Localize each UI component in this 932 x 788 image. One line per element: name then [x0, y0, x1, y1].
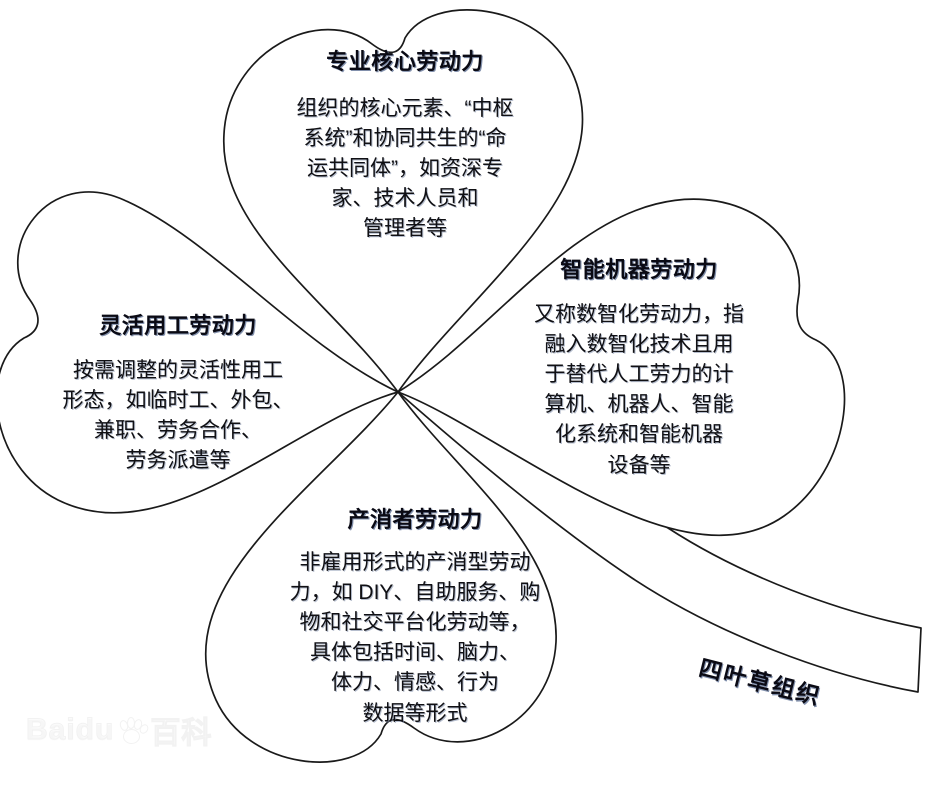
leaf-text-prosumer: 产消者劳动力 非雇用形式的产消型劳动 力，如 DIY、自助服务、购 物和社交平台… [230, 506, 600, 729]
leaf-body-line: 物和社交平台化劳动等， [299, 610, 531, 634]
leaf-body-line: 形态，如临时工、外包、 [62, 388, 294, 412]
leaf-title-flexible-employment: 灵活用工劳动力 [99, 313, 257, 338]
leaf-body-intelligent-machine: 又称数智化劳动力，指 融入数智化技术且用 于替代人工劳力的计 算机、机器人、智能… [478, 300, 800, 481]
leaf-body-professional-core: 组织的核心元素、“中枢 系统”和协同共生的“命 运共同体”，如资深专 家、技术人… [205, 94, 605, 245]
leaf-body-line: 具体包括时间、脑力、 [310, 641, 520, 665]
leaf-body-line: 按需调整的灵活性用工 [73, 358, 283, 382]
leaf-body-line: 数据等形式 [362, 701, 468, 725]
leaf-body-line: 组织的核心元素、“中枢 [296, 96, 514, 120]
leaf-body-line: 融入数智化技术且用 [544, 332, 734, 356]
leaf-title-intelligent-machine: 智能机器劳动力 [560, 257, 718, 282]
leaf-text-intelligent-machine: 智能机器劳动力 又称数智化劳动力，指 融入数智化技术且用 于替代人工劳力的计 算… [478, 256, 800, 481]
leaf-body-line: 于替代人工劳力的计 [544, 362, 734, 386]
leaf-title-prosumer: 产消者劳动力 [347, 507, 483, 532]
leaf-body-line: 运共同体”，如资深专 [307, 156, 503, 180]
leaf-body-line: 兼职、劳务合作、 [94, 418, 262, 442]
leaf-body-prosumer: 非雇用形式的产消型劳动 力，如 DIY、自助服务、购 物和社交平台化劳动等， 具… [230, 548, 600, 729]
leaf-title-professional-core: 专业核心劳动力 [326, 49, 484, 74]
leaf-body-line: 体力、情感、行为 [331, 671, 499, 695]
leaf-text-professional-core: 专业核心劳动力 组织的核心元素、“中枢 系统”和协同共生的“命 运共同体”，如资… [205, 48, 605, 245]
leaf-body-line: 化系统和智能机器 [555, 423, 723, 447]
leaf-body-line: 又称数智化劳动力，指 [534, 302, 744, 326]
leaf-shape-left [0, 191, 399, 514]
leaf-body-line: 设备等 [607, 453, 671, 477]
leaf-body-line: 力，如 DIY、自助服务、购 [289, 580, 541, 604]
leaf-shape-right [397, 198, 846, 537]
leaf-body-line: 管理者等 [363, 217, 447, 241]
leaf-shape-top [223, 9, 584, 393]
leaf-text-flexible-employment: 灵活用工劳动力 按需调整的灵活性用工 形态，如临时工、外包、 兼职、劳务合作、 … [18, 312, 338, 476]
leaf-shape-bottom [204, 391, 557, 763]
leaf-body-line: 家、技术人员和 [331, 187, 479, 211]
leaf-body-flexible-employment: 按需调整的灵活性用工 形态，如临时工、外包、 兼职、劳务合作、 劳务派遣等 [18, 356, 338, 477]
leaf-body-line: 算机、机器人、智能 [544, 393, 734, 417]
leaf-body-line: 系统”和协同共生的“命 [303, 126, 507, 150]
leaf-body-line: 非雇用形式的产消型劳动 [299, 550, 531, 574]
leaf-body-line: 劳务派遣等 [125, 449, 231, 473]
